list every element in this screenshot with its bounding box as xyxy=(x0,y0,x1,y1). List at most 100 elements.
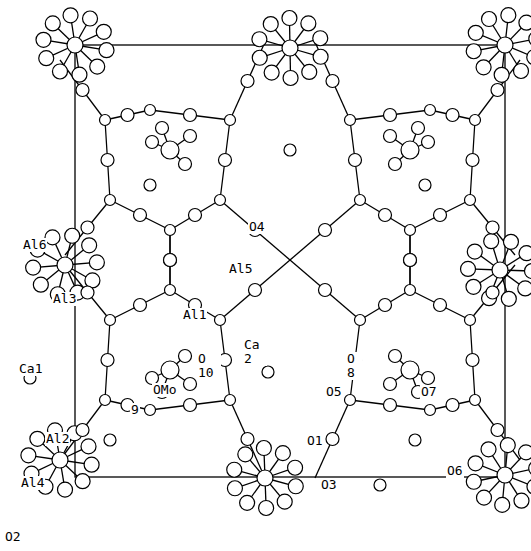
atom xyxy=(470,115,481,126)
atom xyxy=(486,286,499,299)
atom xyxy=(184,399,197,412)
atom xyxy=(52,452,68,468)
atom xyxy=(58,482,73,497)
atom-label: O7 xyxy=(420,385,438,399)
atom xyxy=(104,434,116,446)
atom-label: OMo xyxy=(152,383,177,397)
atom xyxy=(466,354,479,367)
atom xyxy=(83,11,98,26)
atom xyxy=(405,225,416,236)
atom xyxy=(275,446,290,461)
atom-label: O3 xyxy=(320,478,338,492)
atom xyxy=(238,447,253,462)
atom xyxy=(466,474,481,489)
atom xyxy=(422,136,435,149)
bond xyxy=(360,200,410,230)
atom xyxy=(227,481,242,496)
atom xyxy=(161,361,179,379)
atom xyxy=(326,75,339,88)
atom xyxy=(401,361,419,379)
atom xyxy=(495,497,510,512)
bond xyxy=(65,200,110,255)
atom xyxy=(524,264,531,279)
atom xyxy=(184,109,197,122)
atom xyxy=(374,479,386,491)
bond xyxy=(170,200,220,230)
atom xyxy=(282,11,297,26)
atom xyxy=(465,195,476,206)
atom xyxy=(527,50,531,65)
atom xyxy=(262,366,274,378)
atom xyxy=(121,109,134,122)
atom xyxy=(227,462,242,477)
atom-label: O4 xyxy=(248,220,266,234)
atom-label: O 10 xyxy=(197,352,221,380)
atom xyxy=(486,221,499,234)
atom xyxy=(225,395,236,406)
atom xyxy=(404,254,417,267)
atom xyxy=(434,209,447,222)
atom-label: Al6 xyxy=(22,238,47,252)
atom xyxy=(101,354,114,367)
atom xyxy=(288,460,303,475)
atom xyxy=(349,154,362,167)
atom xyxy=(481,442,496,457)
atom xyxy=(76,424,89,437)
atom xyxy=(466,154,479,167)
atom xyxy=(405,285,416,296)
atom xyxy=(164,254,177,267)
atom xyxy=(379,209,392,222)
atom xyxy=(264,65,279,80)
atom xyxy=(476,60,491,75)
atom xyxy=(240,495,255,510)
atom xyxy=(501,291,516,306)
atom xyxy=(282,40,298,56)
bond xyxy=(110,290,170,320)
atom xyxy=(345,115,356,126)
atom-label: O6 xyxy=(446,464,464,478)
atom xyxy=(165,285,176,296)
atom xyxy=(179,158,192,171)
atom xyxy=(284,144,296,156)
atom xyxy=(484,234,499,249)
atom xyxy=(263,17,278,32)
atom xyxy=(301,16,316,31)
atom xyxy=(503,234,518,249)
atom xyxy=(241,75,254,88)
bond xyxy=(290,200,360,260)
atom-label: Al1 xyxy=(182,308,207,322)
atom xyxy=(81,221,94,234)
atom xyxy=(146,136,159,149)
atom xyxy=(63,8,78,23)
bond xyxy=(220,260,290,320)
atom-label: Al5 xyxy=(228,262,253,276)
atom xyxy=(215,315,226,326)
atom xyxy=(409,434,421,446)
atom xyxy=(491,84,504,97)
atom xyxy=(249,284,262,297)
atom xyxy=(26,260,41,275)
atom xyxy=(144,179,156,191)
atoms xyxy=(21,8,531,516)
atom xyxy=(164,254,177,267)
atom xyxy=(100,395,111,406)
atom xyxy=(529,31,531,46)
atom xyxy=(33,277,48,292)
atom-label: O2 xyxy=(4,530,22,544)
atom xyxy=(165,225,176,236)
atom xyxy=(425,105,436,116)
atom xyxy=(57,257,73,273)
atom xyxy=(134,299,147,312)
atom xyxy=(36,32,51,47)
atom xyxy=(527,479,531,494)
atom xyxy=(319,284,332,297)
atom xyxy=(500,438,515,453)
atom-label: O5 xyxy=(325,385,343,399)
atom-label: O 8 xyxy=(346,352,362,380)
atom xyxy=(145,405,156,416)
atom xyxy=(470,395,481,406)
atom xyxy=(277,494,292,509)
atom xyxy=(288,479,303,494)
atom xyxy=(89,255,104,270)
